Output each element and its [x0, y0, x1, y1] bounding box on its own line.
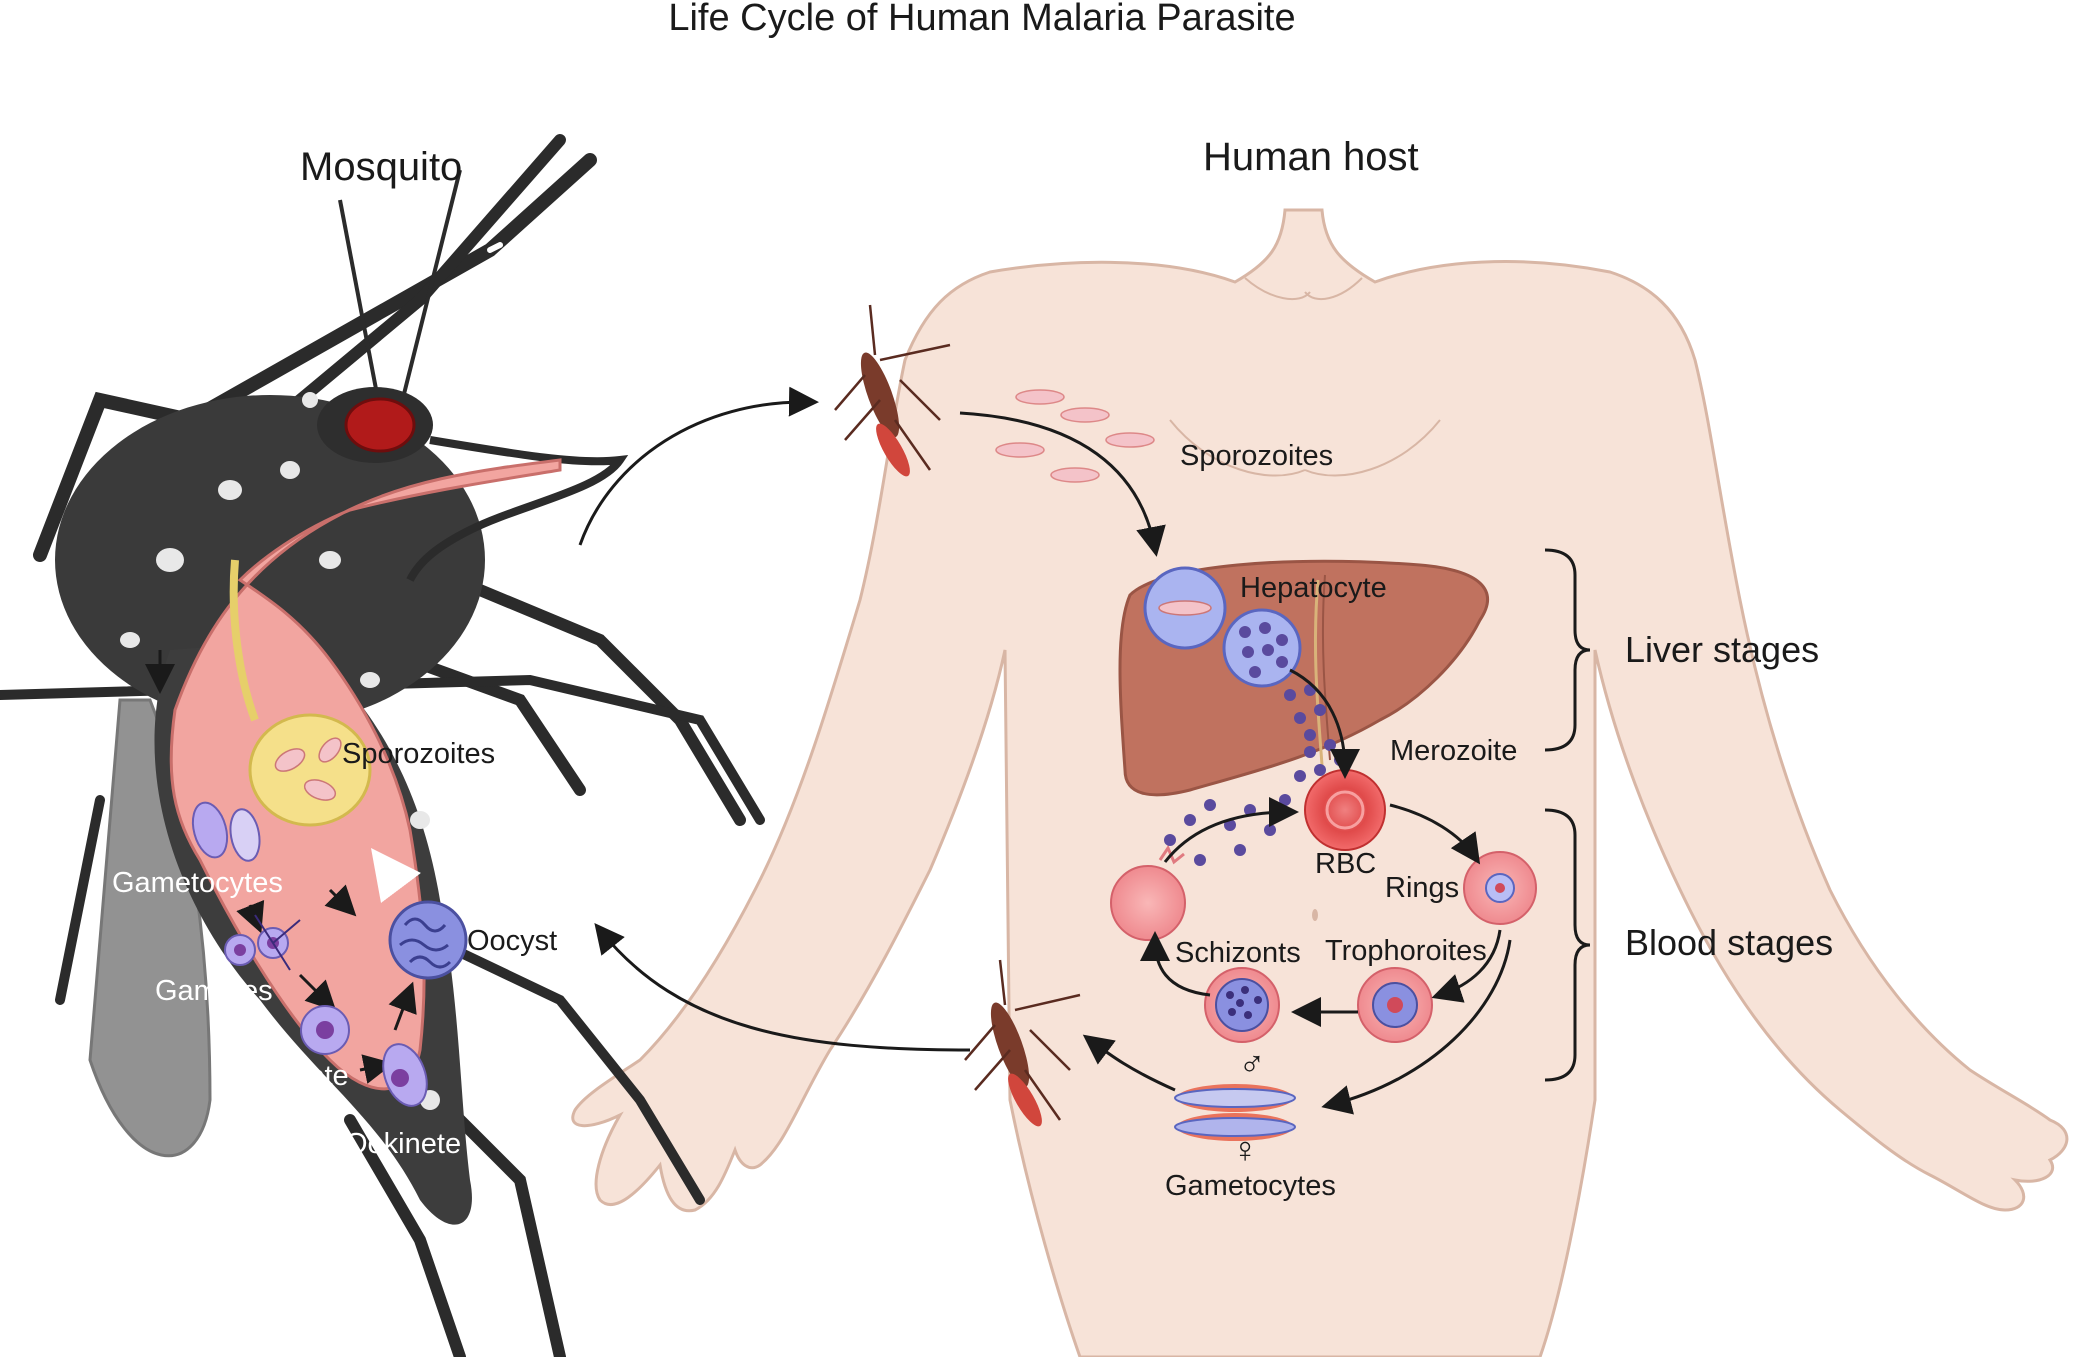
zygote-label: Zygote — [260, 1060, 349, 1092]
merozoite-label: Merozoite — [1390, 735, 1517, 767]
trophozoites-label: Trophoroites — [1325, 935, 1487, 967]
sporozoites-human-label: Sporozoites — [1180, 440, 1333, 472]
schizont-cell — [1204, 967, 1280, 1043]
gametocytes-mosquito-label: Gametocytes — [112, 867, 283, 899]
rbc-label: RBC — [1315, 848, 1376, 880]
salivary-gland — [229, 559, 372, 827]
female-symbol: ♀ — [1232, 1129, 1259, 1170]
mosquito-ookinete — [382, 1043, 428, 1107]
gametocytes-human-label: Gametocytes — [1165, 1170, 1336, 1202]
liver-stages-label: Liver stages — [1625, 629, 1819, 670]
hepatocyte-cells — [1143, 566, 1302, 688]
blood-stages-label: Blood stages — [1625, 922, 1833, 963]
rings-label: Rings — [1385, 872, 1459, 904]
cycle-arrows — [578, 386, 1512, 1115]
rings-cell — [1463, 851, 1537, 925]
hepatocyte-label: Hepatocyte — [1240, 572, 1387, 604]
rbc-cell — [1304, 769, 1386, 851]
male-symbol: ♂ — [1239, 1043, 1266, 1084]
mosquito-oocyst — [388, 900, 468, 980]
sporozoites-mosquito-label: Sporozoites — [342, 738, 495, 770]
human-gametocytes: ♂ ♀ — [1174, 1043, 1296, 1170]
mosquito-section-label: Mosquito — [300, 145, 462, 189]
human-section-label: Human host — [1203, 135, 1419, 179]
mosquito-eye — [344, 397, 416, 453]
biting-mosquito-bottom — [964, 959, 1081, 1127]
arm-sporozoites — [995, 389, 1155, 483]
mosquito-gametocytes — [191, 801, 261, 862]
mosquito-zygote — [300, 1005, 350, 1055]
diagram-title: Life Cycle of Human Malaria Parasite — [668, 0, 1295, 39]
ookinete-label: Ookinete — [345, 1128, 461, 1160]
biting-mosquito-top — [834, 304, 951, 477]
mosquito-gametes — [224, 914, 301, 971]
schizonts-label: Schizonts — [1175, 937, 1301, 969]
stage-braces — [1544, 548, 1591, 1082]
gametes-label: Gametes — [155, 975, 273, 1007]
oocyst-label: Oocyst — [467, 925, 557, 957]
trophozoite-cell — [1357, 967, 1433, 1043]
